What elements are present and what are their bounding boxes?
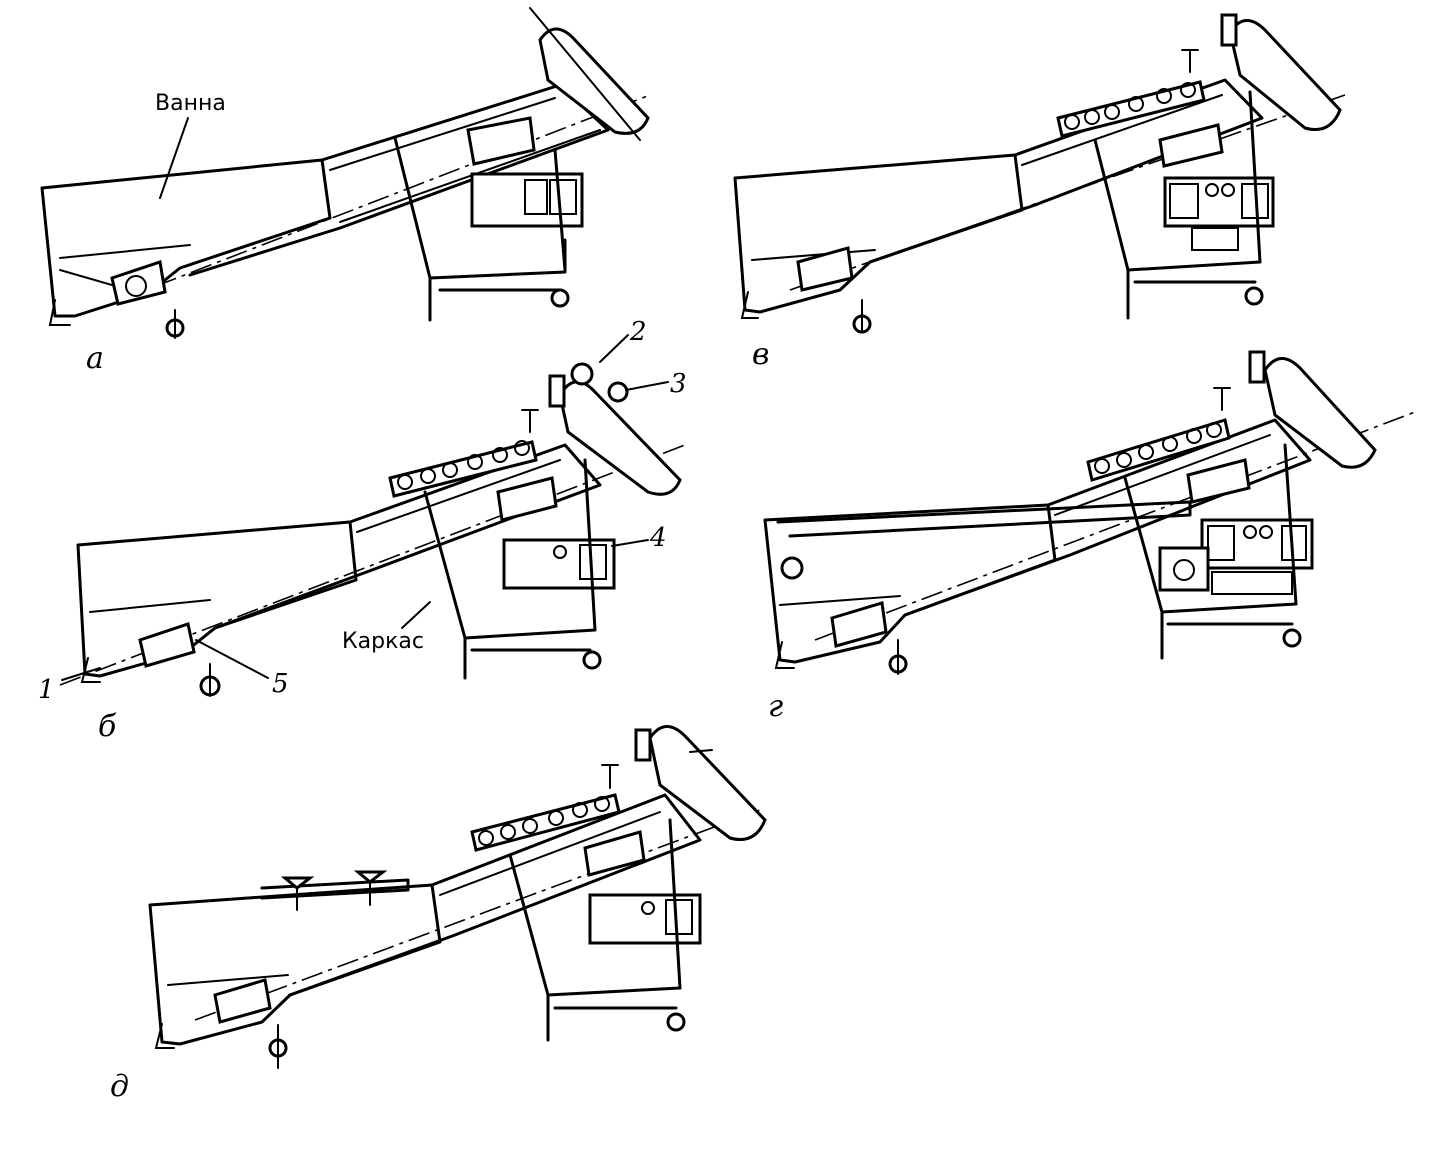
callout-4: 4	[649, 523, 667, 553]
incline-conveyor	[188, 83, 610, 277]
panel-label-b: б	[98, 709, 117, 744]
panel-a-machine: Ванна а	[40, 7, 651, 376]
panel-label-g: г	[768, 689, 783, 724]
panel-label-d: д	[110, 1069, 129, 1104]
callout-frame: Каркас	[342, 629, 424, 654]
callout-1: 1	[38, 675, 55, 705]
bath-outline	[40, 158, 332, 318]
callout-2: 2	[629, 317, 647, 347]
panel-b-machine: 1 2 3 4 5 Каркас б	[38, 317, 687, 744]
panel-d-machine: д	[110, 725, 767, 1104]
frame	[393, 136, 567, 322]
panel-g-machine: г	[763, 350, 1416, 724]
callout-bath: Ванна	[155, 91, 226, 116]
panel-v-machine: в	[733, 13, 1346, 372]
callout-3: 3	[670, 369, 687, 399]
panel-label-a: а	[86, 341, 104, 376]
callout-5: 5	[272, 669, 289, 699]
panel-label-v: в	[752, 337, 769, 372]
control-box	[470, 172, 584, 228]
top-drive-housing	[538, 27, 650, 135]
